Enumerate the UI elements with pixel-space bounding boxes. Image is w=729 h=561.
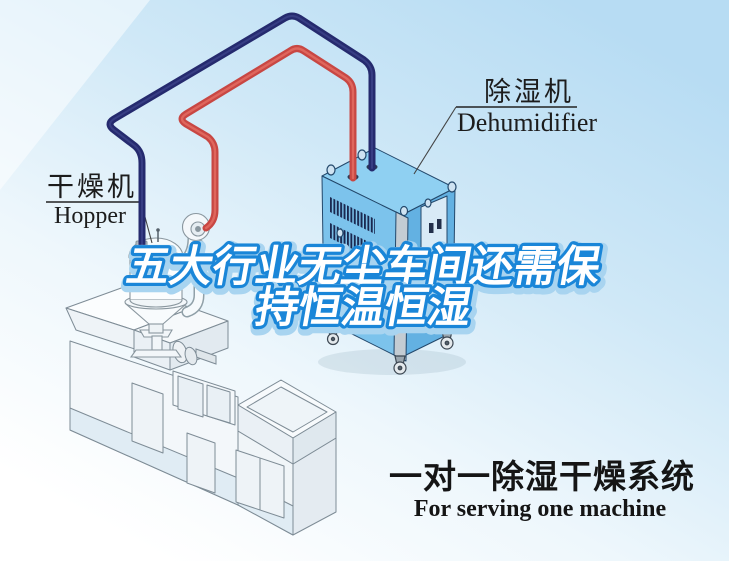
hopper-label: 干燥机 Hopper [46,172,153,244]
control-door [420,195,448,259]
hopper-stand [129,329,183,358]
label-leader-line [413,106,457,175]
headline: 五大行业无尘车间还需保 五大行业无尘车间还需保 持恒温恒湿 持恒温恒湿 [118,240,613,342]
caption-en: For serving one machine [414,496,667,522]
dehumidifier-label-en: Dehumidifier [457,108,597,137]
caption: 一对一除湿干燥系统 For serving one machine [389,458,695,522]
caster-wheel [440,330,454,350]
hopper-label-cn: 干燥机 [47,172,137,202]
headline-glow: 持恒温恒湿 [253,287,476,335]
dehumidifier-label: 除湿机 Dehumidifier [413,77,597,175]
dehumidifier-label-cn: 除湿机 [484,77,574,107]
cold-air-pipe [106,12,376,256]
headline-line1: 五大行业无尘车间还需保 [123,243,605,291]
machine-panels [131,382,285,519]
dehumidifier-unit [318,147,466,375]
caption-cn: 一对一除湿干燥系统 [389,458,695,495]
caster-wheels [326,326,454,375]
eyelet-rings [326,149,457,238]
hopper-dryer [124,212,211,358]
headline-line2: 持恒温恒湿 [252,284,475,332]
hot-air-pipe [178,45,357,232]
dehumidifier-shadow [318,349,466,375]
caster-wheel [326,326,340,346]
headline-glow: 五大行业无尘车间还需保 [124,246,606,294]
hopper-label-en: Hopper [54,203,126,229]
caster-wheel [393,355,407,375]
